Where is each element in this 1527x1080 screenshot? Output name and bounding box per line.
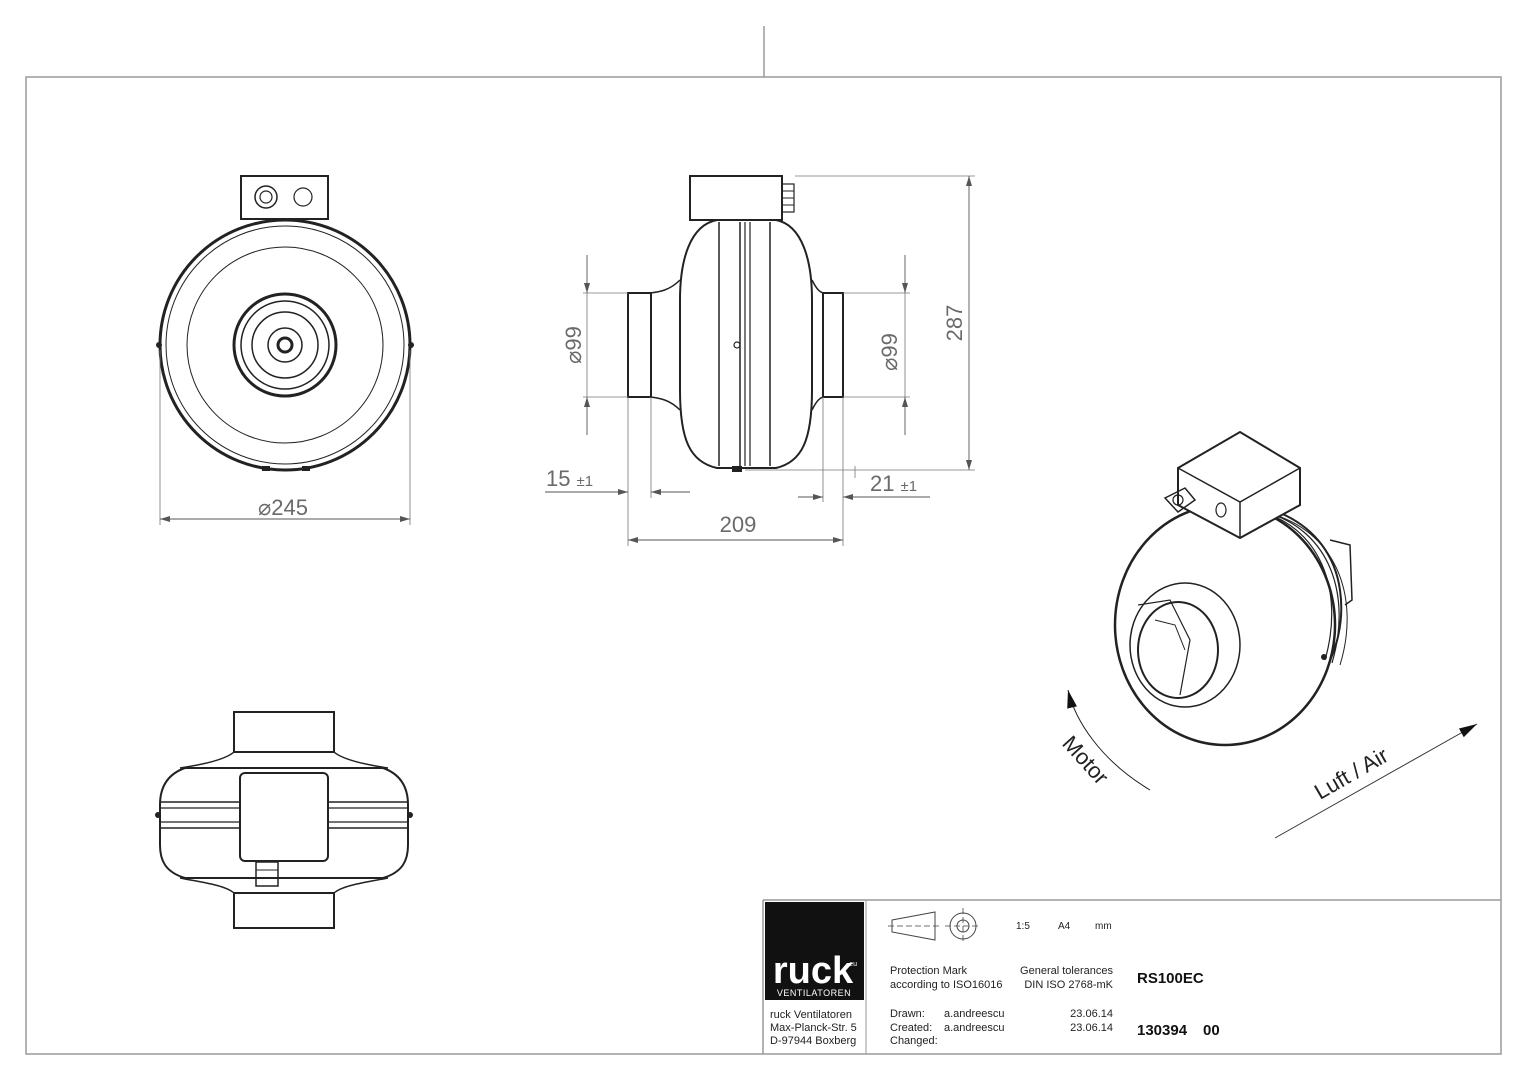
general-tolerances-line1: General tolerances (1020, 965, 1113, 977)
title-block: ruck .eu VENTILATOREN ruck Ventilatoren … (762, 899, 1501, 1054)
drawn-label: Drawn: (890, 1008, 925, 1020)
inlet-diameter-value: 99 (561, 326, 586, 350)
motor-label: Motor (1057, 731, 1113, 790)
company-name: ruck Ventilatoren (770, 1009, 852, 1021)
drawn-by: a.andreescu (944, 1008, 1005, 1020)
motor-rotation-arrow: Motor (1057, 689, 1151, 791)
isometric-view (1113, 430, 1353, 747)
created-by: a.andreescu (944, 1022, 1005, 1034)
svg-text:⌀99: ⌀99 (561, 326, 586, 364)
height-value: 287 (942, 305, 967, 342)
created-date: 23.06.14 (1070, 1022, 1113, 1034)
revision-number: 00 (1203, 1022, 1220, 1039)
dim-outer-diameter: ⌀245 (159, 350, 411, 525)
diameter-symbol: ⌀ (561, 351, 586, 364)
dim-inlet-collar: 15 ±1 (545, 397, 690, 498)
diameter-symbol: ⌀ (258, 495, 271, 520)
logo-superscript: .eu (847, 961, 857, 968)
drawn-date: 23.06.14 (1070, 1008, 1113, 1020)
company-street: Max-Planck-Str. 5 (770, 1022, 857, 1034)
diameter-symbol: ⌀ (877, 358, 902, 371)
company-logo (765, 902, 864, 1000)
outer-diameter-value: 245 (271, 495, 308, 520)
paper-format: A4 (1058, 921, 1071, 932)
outlet-collar-tolerance: ±1 (900, 478, 917, 495)
front-view (156, 175, 414, 472)
unit-value: mm (1095, 921, 1112, 932)
dim-inlet-diameter: ⌀99 (561, 255, 628, 435)
airflow-arrow: Luft / Air (1274, 723, 1478, 839)
side-view (627, 175, 844, 472)
top-view (155, 711, 413, 929)
logo-text: ruck (773, 950, 854, 992)
svg-text:21±1: 21 ±1 (870, 471, 917, 496)
protection-mark-line2: according to ISO16016 (890, 979, 1003, 991)
projection-symbol-icon (888, 908, 981, 944)
scale-value: 1:5 (1016, 921, 1030, 932)
protection-mark-line1: Protection Mark (890, 965, 968, 977)
changed-label: Changed: (890, 1035, 938, 1047)
length-value: 209 (720, 512, 757, 537)
dim-outlet-collar: 21 ±1 (798, 397, 930, 502)
svg-text:⌀99: ⌀99 (877, 333, 902, 371)
outlet-collar-value: 21 (870, 471, 894, 496)
svg-text:⌀245: ⌀245 (258, 495, 308, 520)
general-tolerances-line2: DIN ISO 2768-mK (1024, 979, 1113, 991)
inlet-collar-tolerance: ±1 (576, 473, 593, 490)
dim-length: 209 (627, 397, 844, 546)
logo-subtext: VENTILATOREN (777, 988, 851, 998)
dim-outlet-diameter: ⌀99 (843, 255, 910, 435)
created-label: Created: (890, 1022, 932, 1034)
outlet-diameter-value: 99 (877, 333, 902, 357)
dim-height: 287 (745, 175, 975, 471)
part-number: 130394 (1137, 1022, 1188, 1039)
model-name: RS100EC (1137, 970, 1204, 987)
svg-text:15±1: 15 ±1 (546, 466, 593, 491)
inlet-collar-value: 15 (546, 466, 570, 491)
company-city: D-97944 Boxberg (770, 1035, 856, 1047)
